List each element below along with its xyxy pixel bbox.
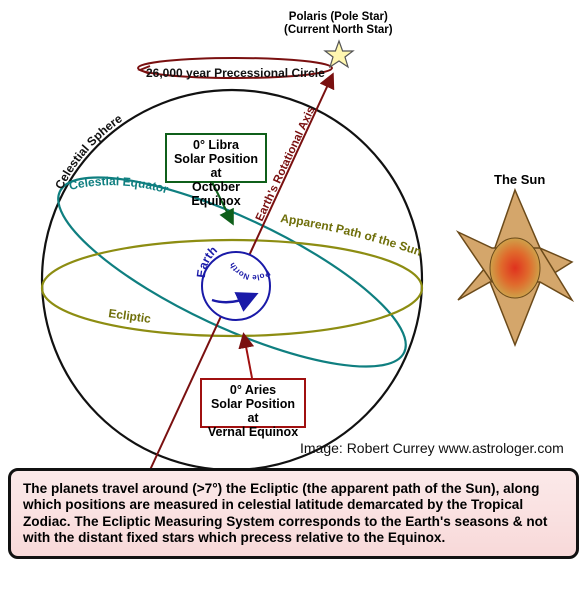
precessional-circle-label: 26,000 year Precessional Circle [146, 66, 325, 80]
polaris-label: Polaris (Pole Star) (Current North Star) [284, 11, 393, 36]
earth-rotation-arrow [211, 292, 259, 312]
aries-box: 0° Aries Solar Position at Vernal Equino… [200, 378, 306, 439]
precessional-arrow [137, 65, 151, 75]
caption-box: The planets travel around (>7°) the Ecli… [8, 468, 579, 559]
libra-pointer [211, 181, 234, 226]
libra-box: 0° Libra Solar Position at October Equin… [165, 133, 267, 208]
precessional-circle [137, 57, 333, 79]
caption-text: The planets travel around (>7°) the Ecli… [23, 481, 548, 546]
aries-pointer [238, 332, 255, 379]
ecliptic-label: Ecliptic [108, 306, 153, 326]
the-sun-label: The Sun [494, 172, 546, 187]
celestial-equator [57, 176, 407, 368]
polaris-star-icon [323, 39, 355, 69]
image-credit: Image: Robert Currey www.astrologer.com [300, 440, 564, 456]
ecliptic-ellipse [40, 238, 424, 338]
celestial-equator-label: Celestial Equator [68, 174, 170, 196]
sun-icon [455, 187, 575, 348]
